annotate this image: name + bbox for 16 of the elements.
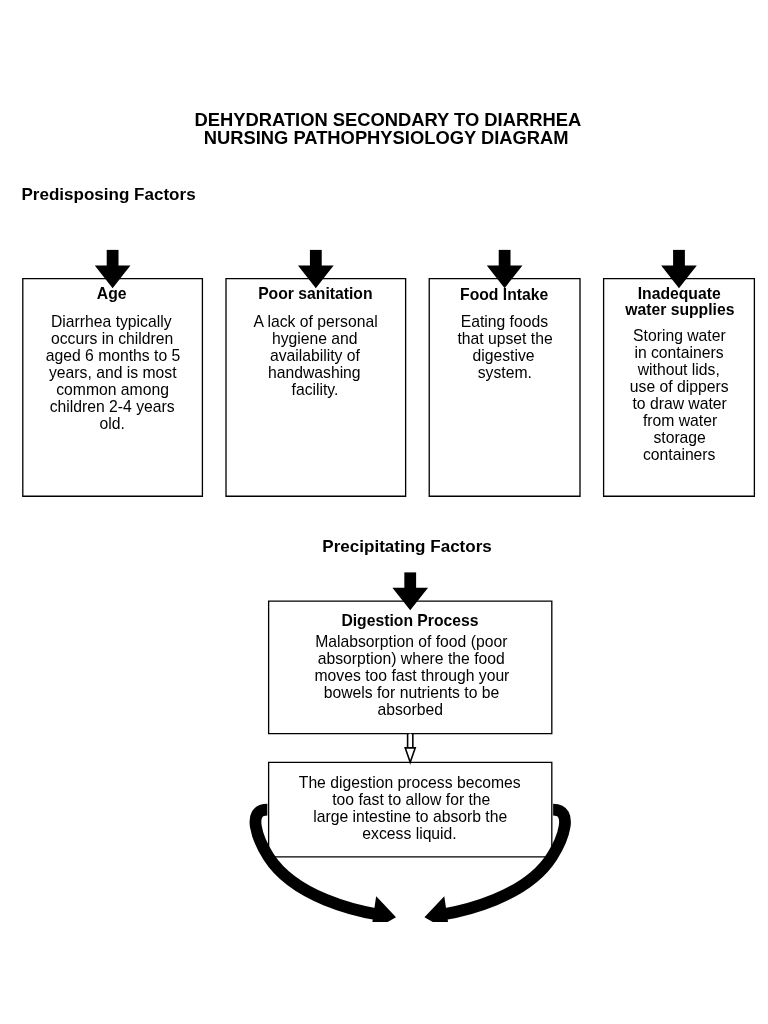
arrow [392, 572, 429, 611]
node-box: Food Intake Eating foods that upset the digestive system. [428, 277, 581, 497]
arrow [298, 249, 334, 289]
node-box: The digestion process becomes too fast to allow for the large intestine to absorb the excess liquid. [267, 761, 553, 858]
label: Predisposing Factors [21, 184, 196, 204]
arrow [661, 249, 697, 289]
arrow [249, 803, 396, 922]
arrow [486, 249, 523, 289]
node-box: Inadequate water supplies Storing water in containers without lids, use of dippers to draw water from water storage containers [602, 277, 756, 497]
node-box: Age Diarrhea typically occurs in children aged 6 months to 5 years, and is most common among children 2-4 years old. [22, 277, 204, 497]
diagram-title: DEHYDRATION SECONDARY TO DIARRHEA NURSING PATHOPHYSIOLOGY DIAGRAM [194, 108, 582, 149]
arrow [424, 803, 571, 922]
arrow [94, 249, 131, 289]
node-box: Digestion Process Malabsorption of food (poor absorption) where the food moves too fast through your bowels for nutrients to be absorbed [267, 600, 553, 735]
node-text: Precipitating Factors [322, 536, 492, 556]
node-box: Poor sanitation A lack of personal hygiene and availability of handwashing facility. [225, 277, 407, 497]
